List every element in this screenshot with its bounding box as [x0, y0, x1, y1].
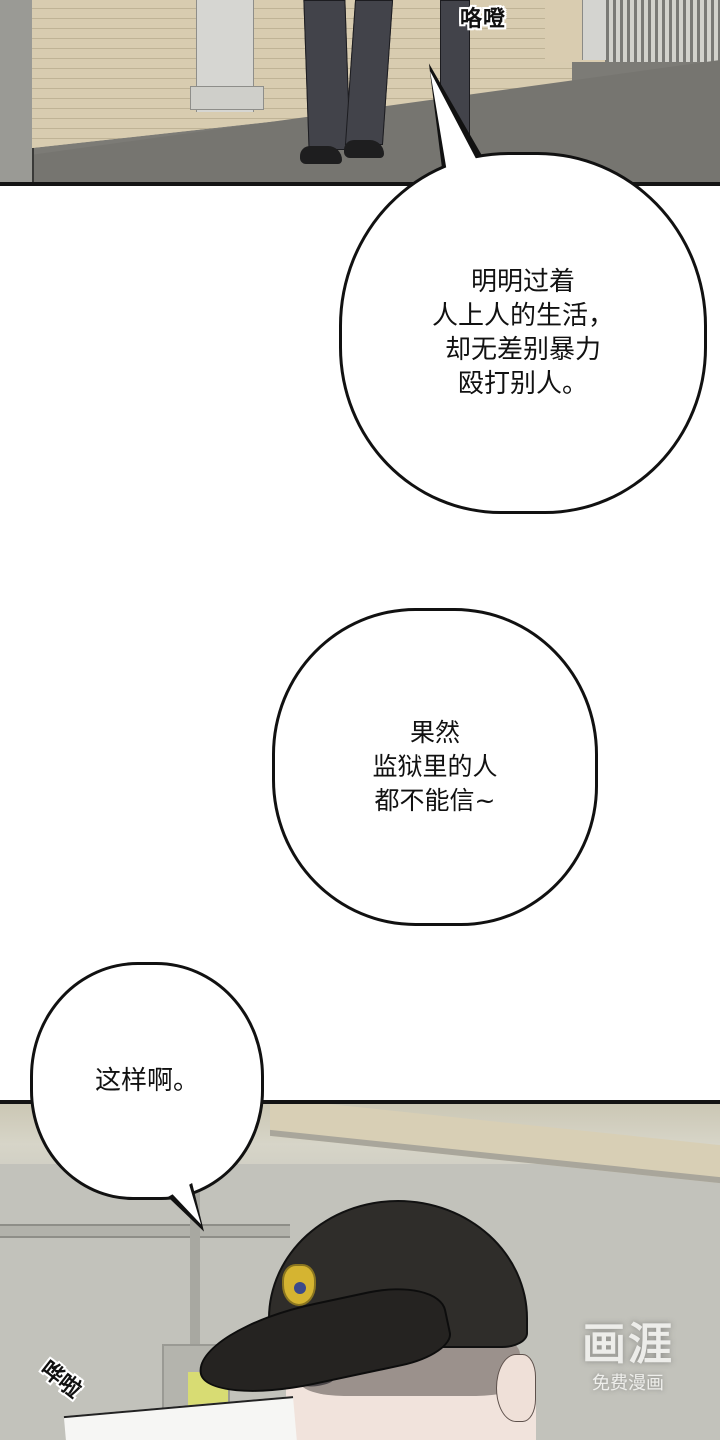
character-ear [496, 1354, 536, 1422]
sound-effect-footstep: 咯噔 [460, 7, 507, 32]
police-badge-icon [282, 1264, 316, 1306]
left-pillar [0, 0, 34, 182]
second-person-leg [440, 0, 470, 150]
speech-bubble-3: 这样啊。 [30, 962, 264, 1200]
speech-text: 这样啊。 [94, 1066, 199, 1096]
shoe-left [300, 146, 342, 164]
horizontal-pipe [0, 1224, 290, 1238]
speech-bubble-2: 果然 监狱里的人 都不能信~ [272, 608, 598, 926]
speech-text: 明明过着 人上人的生活， 却无差别暴力 殴打别人。 [431, 267, 614, 399]
brick-wall [32, 0, 572, 148]
metal-gate [606, 0, 720, 62]
pillar-right [582, 0, 606, 60]
leg-right [344, 0, 394, 145]
vertical-pipe [190, 1164, 200, 1440]
comic-panel-hallway [0, 0, 720, 186]
speech-bubble-1: 明明过着 人上人的生活， 却无差别暴力 殴打别人。 [339, 152, 707, 514]
watermark-logo: 画涯 [582, 1319, 674, 1370]
shoe-right [344, 140, 384, 158]
watermark-subtitle: 免费漫画 [592, 1373, 664, 1394]
watermark: 画涯 免费漫画 [566, 1318, 690, 1396]
walking-legs [300, 0, 420, 170]
badge-emblem [294, 1282, 306, 1294]
leg-left [303, 0, 351, 150]
pillar-base [190, 86, 264, 110]
speech-text: 果然 监狱里的人 都不能信~ [372, 718, 498, 815]
